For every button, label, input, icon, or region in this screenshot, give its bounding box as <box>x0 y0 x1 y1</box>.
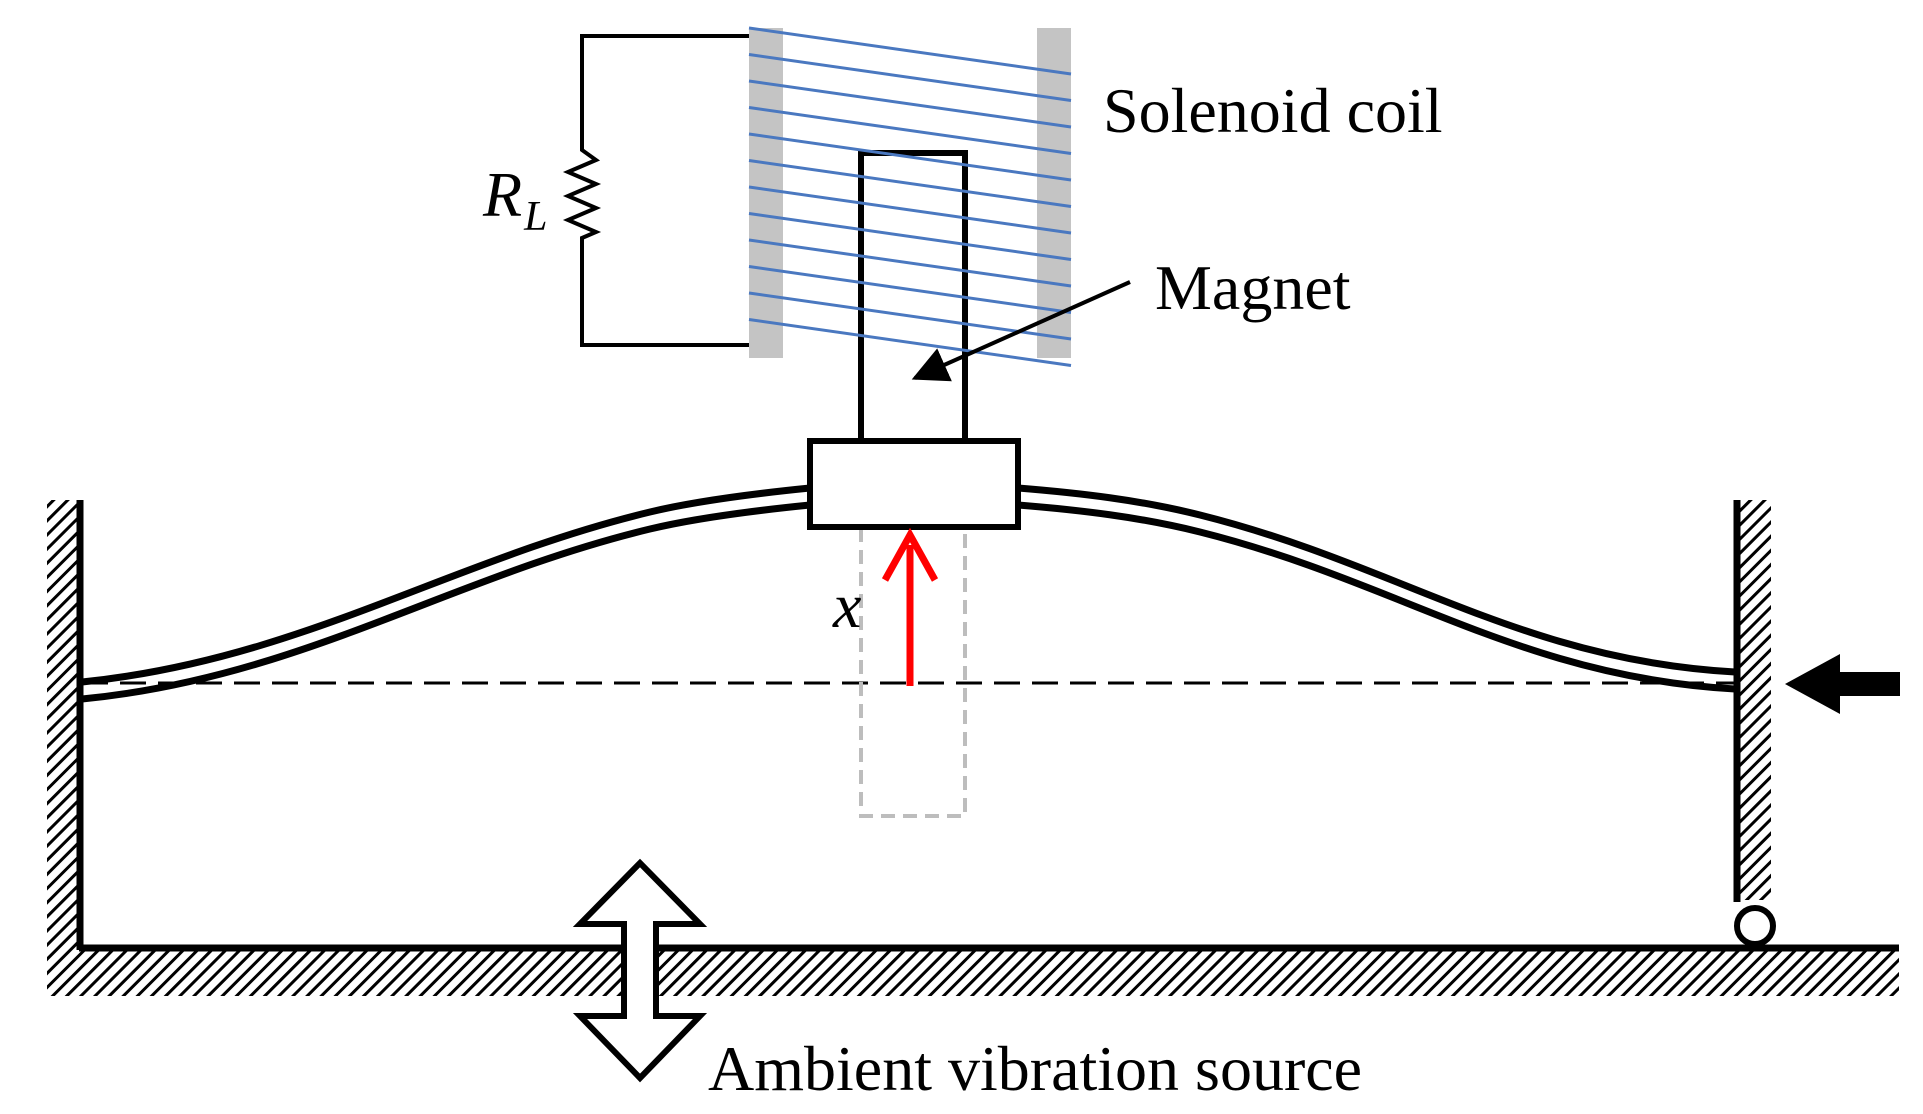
resistor-label-main: R <box>482 159 522 230</box>
circuit-wire-top <box>580 34 749 140</box>
displacement-label: x <box>832 570 861 641</box>
source-label: Ambient vibration source <box>708 1033 1362 1104</box>
coil-winding <box>748 238 1072 288</box>
coil-label: Solenoid coil <box>1103 75 1443 146</box>
coil-winding <box>748 79 1072 129</box>
beam-lower-left <box>81 501 811 703</box>
coil-bobbin-left <box>749 28 783 358</box>
coil-winding <box>748 106 1072 155</box>
resistor-zigzag-icon <box>562 140 602 242</box>
proof-mass-block <box>807 438 1021 530</box>
right-wall <box>1733 500 1776 947</box>
beam-upper-right <box>1017 484 1736 676</box>
magnet-pointer-arrow <box>911 280 1131 382</box>
magnet-label: Magnet <box>1155 252 1351 323</box>
beam-upper-left <box>81 484 811 686</box>
resistor-label: RL <box>482 159 547 240</box>
coil-winding <box>748 265 1072 314</box>
solenoid-coil <box>748 26 1072 367</box>
left-wall <box>47 500 84 970</box>
buckled-beam <box>81 484 1736 703</box>
displacement-arrow <box>881 527 939 686</box>
resistor-label-sub: L <box>523 194 547 240</box>
coil-winding <box>748 318 1072 367</box>
coil-bobbin-right <box>1037 28 1071 358</box>
double-arrow-vertical-icon <box>572 858 708 1083</box>
left-wall-hatch <box>47 500 79 970</box>
coil-winding <box>748 185 1072 235</box>
coil-winding <box>748 159 1072 208</box>
coil-winding <box>748 212 1072 261</box>
coil-winding <box>748 26 1072 76</box>
magnet-bar <box>858 150 968 444</box>
coil-winding <box>748 53 1072 102</box>
roller-support-icon <box>1734 905 1776 947</box>
circuit-wire-bottom <box>580 242 749 347</box>
ground <box>47 944 1899 996</box>
coil-windings <box>748 26 1072 367</box>
coil-winding <box>748 132 1072 182</box>
right-wall-hatch <box>1739 500 1771 900</box>
ground-hatch <box>47 948 1899 996</box>
arrow-left-icon <box>1785 654 1900 714</box>
beam-lower-right <box>1017 501 1736 693</box>
load-circuit <box>562 34 749 347</box>
